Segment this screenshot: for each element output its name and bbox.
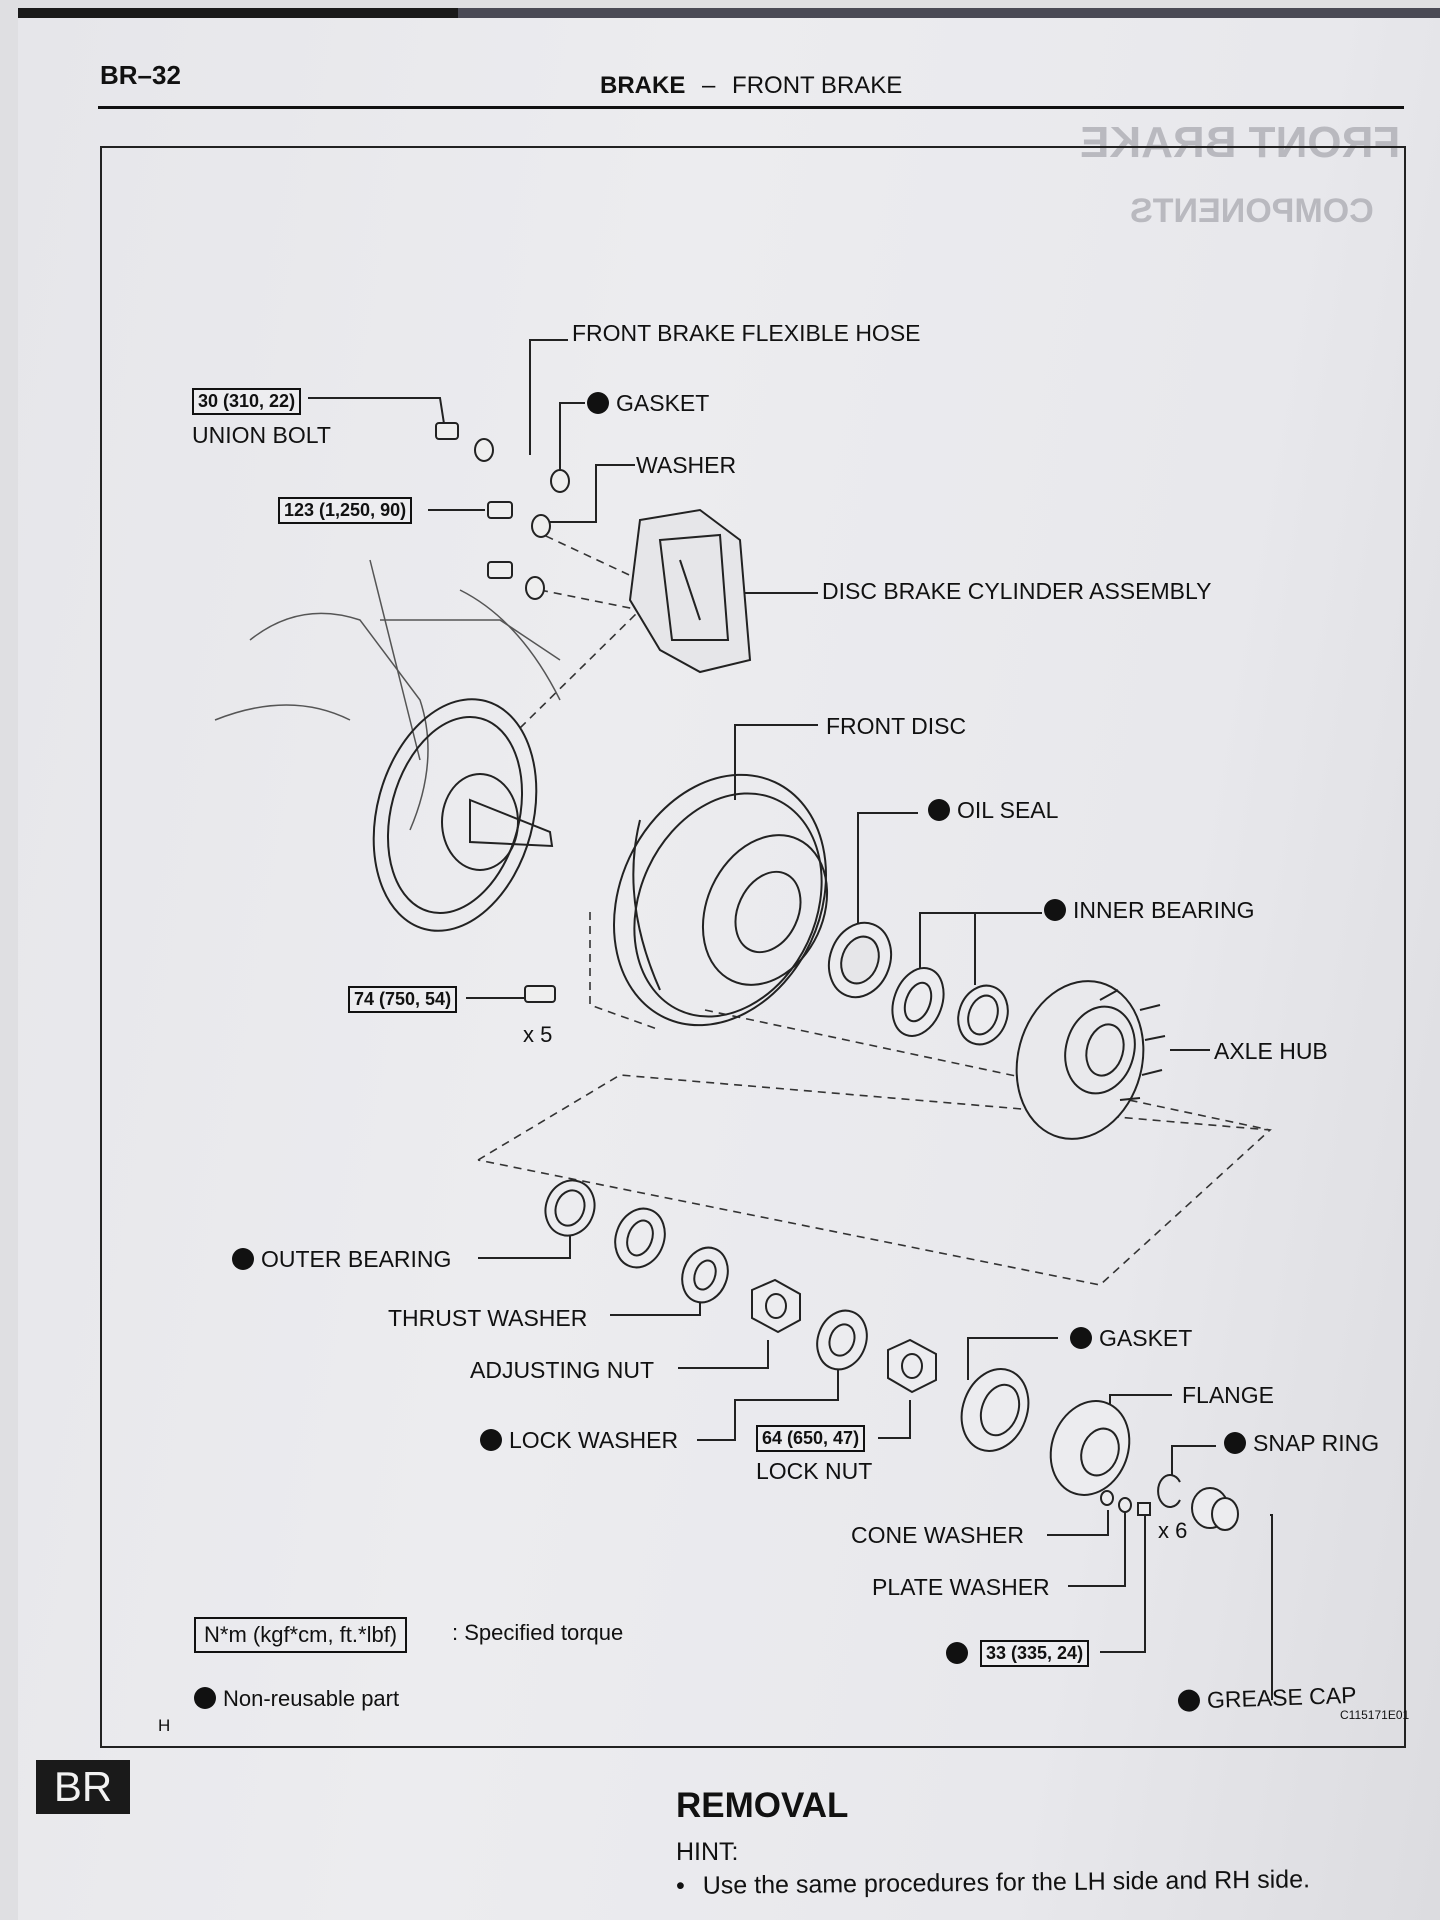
label-front-disc: FRONT DISC	[826, 713, 967, 739]
torque-caliper-bolt: 123 (1,250, 90)	[278, 497, 413, 524]
label-inner-bearing: INNER BEARING	[1044, 897, 1254, 924]
torque-flange-nut: 33 (335, 24)	[980, 1640, 1090, 1667]
figure-mark: H	[158, 1716, 171, 1735]
label-oil-seal: OIL SEAL	[928, 797, 1058, 824]
bullet-text: Use the same procedures for the LH side …	[702, 1865, 1311, 1900]
label-flange: FLANGE	[1182, 1382, 1275, 1408]
label-lock-washer: LOCK WASHER	[480, 1427, 678, 1454]
label-gasket-flange: GASKET	[1070, 1325, 1192, 1352]
manual-page	[18, 8, 1440, 1920]
leader-gasket-flange	[967, 1337, 1058, 1380]
removal-heading: REMOVAL	[676, 1786, 849, 1825]
label-flange-nut-marker	[946, 1640, 975, 1667]
label-outer-bearing: OUTER BEARING	[232, 1246, 451, 1273]
dust-cover	[372, 698, 538, 932]
leader-front-disc	[734, 724, 818, 800]
label-union-bolt: UNION BOLT	[192, 422, 331, 448]
label-plate-washer: PLATE WASHER	[872, 1574, 1050, 1600]
torque-disc-bolt: 74 (750, 54)	[348, 986, 458, 1013]
washer-shape	[531, 514, 551, 538]
section-tab: BR	[36, 1760, 130, 1814]
label-snap-ring: SNAP RING	[1224, 1430, 1379, 1457]
leader-lock-washer	[697, 1360, 839, 1441]
label-adjusting-nut: ADJUSTING NUT	[470, 1357, 654, 1383]
front-disc-shape	[613, 773, 829, 1027]
plate-washer-shape	[1118, 1497, 1132, 1513]
label-thrust-washer: THRUST WASHER	[388, 1305, 588, 1331]
union-bolt-shape	[435, 422, 459, 440]
leader-flexible-hose	[529, 339, 568, 455]
leader-oil-seal	[857, 812, 918, 935]
leader-gasket-top	[559, 402, 585, 470]
legend-non-reusable: Non-reusable part	[194, 1686, 399, 1712]
scan-edge	[18, 8, 458, 18]
leader-plate-washer	[1068, 1510, 1126, 1587]
header-separator: –	[702, 72, 716, 99]
torque-lock-nut: 64 (650, 47)	[756, 1425, 866, 1452]
disc-bolt-shape	[524, 985, 556, 1003]
leader-adjusting-nut	[678, 1340, 769, 1369]
quantity-disc-bolt: x 5	[523, 1022, 553, 1047]
label-axle-hub: AXLE HUB	[1214, 1038, 1328, 1064]
page-number: BR–32	[100, 60, 181, 90]
leader-union-bolt	[308, 397, 446, 431]
figure-code: C115171E01	[1340, 1708, 1410, 1722]
label-cone-washer: CONE WASHER	[851, 1522, 1024, 1548]
leader-snap-ring	[1171, 1445, 1216, 1475]
label-gasket-top: GASKET	[587, 390, 709, 417]
legend-torque-unit: N*m (kgf*cm, ft.*lbf)	[194, 1617, 408, 1653]
torque-union-bolt: 30 (310, 22)	[192, 388, 302, 415]
scan-edge-right	[458, 8, 1440, 18]
leader-washer	[545, 464, 635, 523]
bullet-mark: •	[675, 1871, 685, 1900]
leader-grease-cap	[1270, 1514, 1273, 1700]
header-rule	[98, 106, 1404, 109]
hint-label: HINT:	[676, 1838, 739, 1866]
legend-torque-desc: : Specified torque	[452, 1620, 624, 1645]
label-caliper: DISC BRAKE CYLINDER ASSEMBLY	[822, 578, 1212, 604]
snap-ring-shape	[1157, 1474, 1181, 1508]
spindle	[469, 798, 554, 848]
label-flexible-hose: FRONT BRAKE FLEXIBLE HOSE	[572, 320, 921, 346]
header-section: BRAKE	[600, 72, 686, 99]
caliper-shape	[628, 508, 752, 674]
knuckle-sketch	[249, 612, 429, 831]
axle-hub-shape	[1015, 980, 1166, 1140]
leader-cone-washer	[1047, 1510, 1109, 1536]
quantity-flange-nut: x 6	[1158, 1518, 1188, 1543]
leader-lock-nut	[878, 1400, 911, 1439]
cone-washer-shape	[1100, 1490, 1114, 1506]
gasket-shape	[550, 469, 570, 493]
label-lock-nut: LOCK NUT	[756, 1458, 873, 1484]
exploded-diagram-frame	[100, 146, 1406, 1748]
leader-outer-bearing	[478, 1230, 571, 1259]
page-header: BRAKE – FRONT BRAKE	[600, 72, 902, 100]
leader-flange-nut	[1100, 1510, 1146, 1653]
flange-nut-shape	[1137, 1502, 1151, 1516]
spindle-flange	[441, 773, 519, 871]
label-washer: WASHER	[636, 452, 737, 478]
leader-inner-bearing	[919, 912, 1042, 968]
header-subsection: FRONT BRAKE	[732, 72, 903, 99]
